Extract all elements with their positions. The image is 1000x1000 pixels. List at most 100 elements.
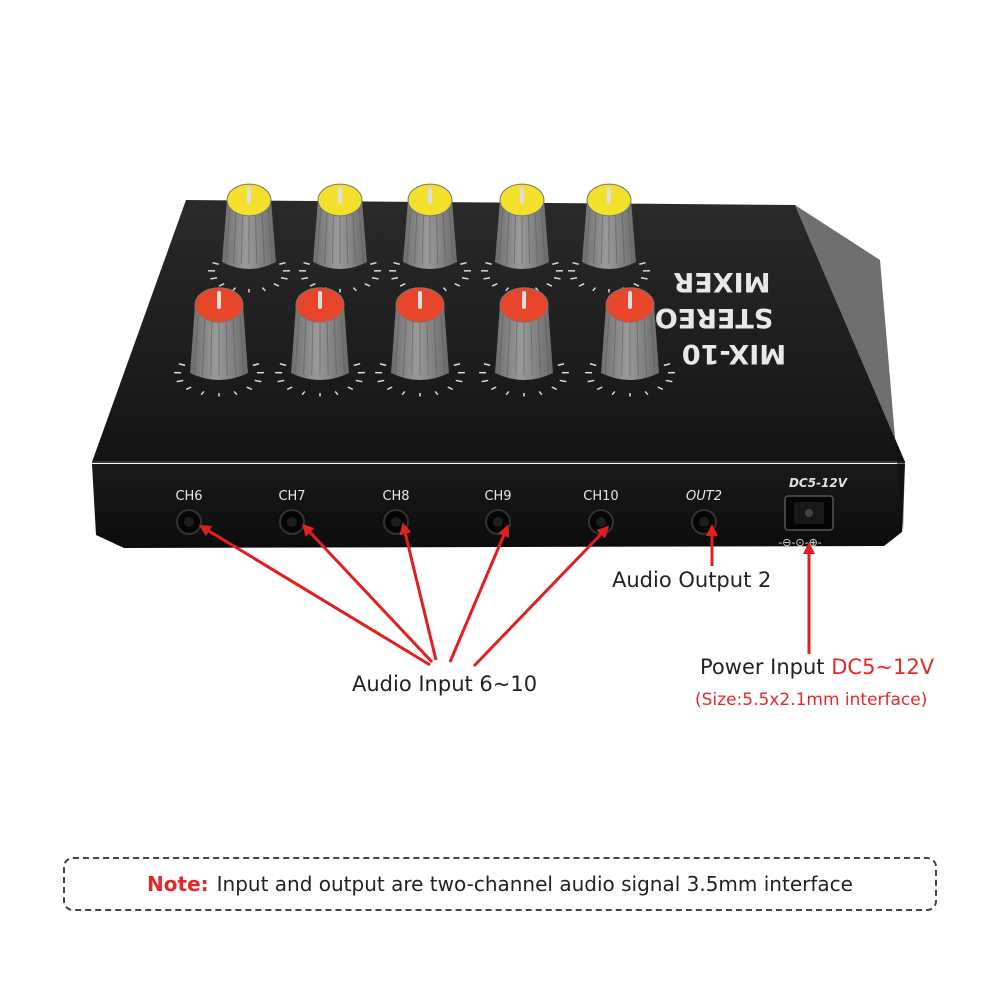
scale-tick: [483, 363, 491, 367]
polarity-label: -⊖-⊙-⊕-: [778, 536, 822, 549]
arrow-ch6: [198, 524, 431, 667]
knob-rib: [498, 308, 504, 376]
knob-rib: [593, 203, 597, 265]
knob-rib: [621, 203, 625, 265]
brand-line-stereo: STEREO: [655, 302, 774, 333]
yellow-knob-4[interactable]: [481, 183, 563, 293]
knob-rib: [498, 203, 504, 265]
audio-output-text: Audio Output 2: [612, 568, 772, 592]
yellow-knob-5[interactable]: [568, 183, 650, 293]
scale-tick: [370, 261, 377, 266]
knob-rib: [604, 308, 610, 376]
power-input-prefix: Power Input: [700, 655, 832, 679]
red-knob-4[interactable]: [479, 287, 569, 397]
knob-rib: [414, 203, 418, 265]
knob-rib: [193, 308, 199, 376]
scale-tick: [665, 379, 673, 383]
knob-rib: [433, 308, 438, 376]
jack-hole: [287, 517, 297, 527]
knob-rib: [267, 203, 273, 265]
power-input-value: DC5~12V: [831, 655, 935, 679]
knob-rib: [201, 308, 206, 376]
knob-rib: [358, 203, 364, 265]
scale-tick: [483, 277, 491, 280]
yellow-knob-2[interactable]: [299, 183, 381, 293]
scale-tick: [279, 261, 286, 266]
scale-tick: [592, 287, 597, 292]
scale-tick: [401, 390, 406, 396]
yellow-knob-3[interactable]: [389, 183, 471, 293]
scale-tick: [246, 386, 253, 391]
knob-rib: [232, 308, 237, 376]
arrow-ch9: [448, 524, 510, 663]
knob-rib: [442, 203, 446, 265]
knob-rib: [239, 308, 245, 376]
scale-tick: [334, 390, 339, 396]
audio-input-text: Audio Input 6~10: [352, 672, 538, 696]
scale-tick: [557, 363, 565, 367]
power-connector[interactable]: DC5-12V -⊖-⊙-⊕-: [778, 476, 849, 549]
knob-rib: [233, 203, 237, 265]
power-label: DC5-12V: [789, 476, 849, 490]
scale-tick: [434, 390, 439, 396]
knob-rib: [440, 308, 446, 376]
knob-rib: [316, 203, 322, 265]
scale-tick: [391, 277, 399, 280]
scale-tick: [277, 379, 285, 383]
knob-rib: [534, 203, 538, 265]
red-knob-5[interactable]: [585, 287, 675, 397]
knob-rib: [340, 308, 346, 376]
knob-rib: [506, 203, 510, 265]
jack-hole: [493, 517, 503, 527]
knob-rib: [537, 308, 542, 376]
scale-tick: [200, 390, 205, 396]
scale-tick: [280, 277, 288, 280]
jack-label: OUT2: [686, 489, 722, 504]
scale-tick: [538, 390, 543, 396]
scale-tick: [364, 282, 371, 287]
audio-output-label: Audio Output 2: [612, 568, 771, 592]
scale-tick: [578, 282, 585, 287]
scale-tick: [352, 287, 357, 292]
scale-tick: [301, 277, 309, 280]
note-box: Note: Input and output are two-channel a…: [63, 857, 937, 911]
yellow-knob-1[interactable]: [208, 183, 290, 293]
knob-rib: [261, 203, 265, 265]
scale-tick: [233, 390, 238, 396]
knob-grid: [174, 183, 675, 397]
scale-tick: [559, 379, 567, 383]
jack-label: CH10: [583, 489, 618, 504]
knob-rib: [402, 308, 407, 376]
red-knob-3[interactable]: [375, 287, 465, 397]
scale-tick: [481, 379, 489, 383]
scale-tick: [386, 386, 393, 391]
scale-tick: [460, 261, 467, 266]
scale-tick: [212, 261, 219, 266]
scale-tick: [210, 277, 218, 280]
scale-tick: [303, 261, 310, 266]
power-input-label: Power Input DC5~12V: [700, 655, 934, 679]
red-knob-1[interactable]: [174, 287, 264, 397]
scale-tick: [279, 363, 287, 367]
jack-ch6[interactable]: CH6: [175, 489, 203, 535]
knob-rib: [406, 203, 412, 265]
red-knob-2[interactable]: [275, 287, 365, 397]
scale-tick: [399, 282, 406, 287]
arrow-ch7: [301, 523, 434, 664]
scale-tick: [261, 287, 266, 292]
scale-tick: [639, 261, 646, 266]
power-size-text: (Size:5.5x2.1mm interface): [695, 690, 928, 710]
scale-tick: [491, 282, 498, 287]
knob-rib: [627, 203, 633, 265]
scale-tick: [611, 390, 616, 396]
jack-ch7[interactable]: CH7: [278, 489, 306, 535]
scale-tick: [644, 390, 649, 396]
jack-label: CH7: [278, 489, 305, 504]
scale-tick: [393, 261, 400, 266]
knob-rib: [333, 308, 338, 376]
scale-tick: [640, 277, 648, 280]
scale-tick: [309, 282, 316, 287]
note-text: Input and output are two-channel audio s…: [216, 872, 853, 896]
